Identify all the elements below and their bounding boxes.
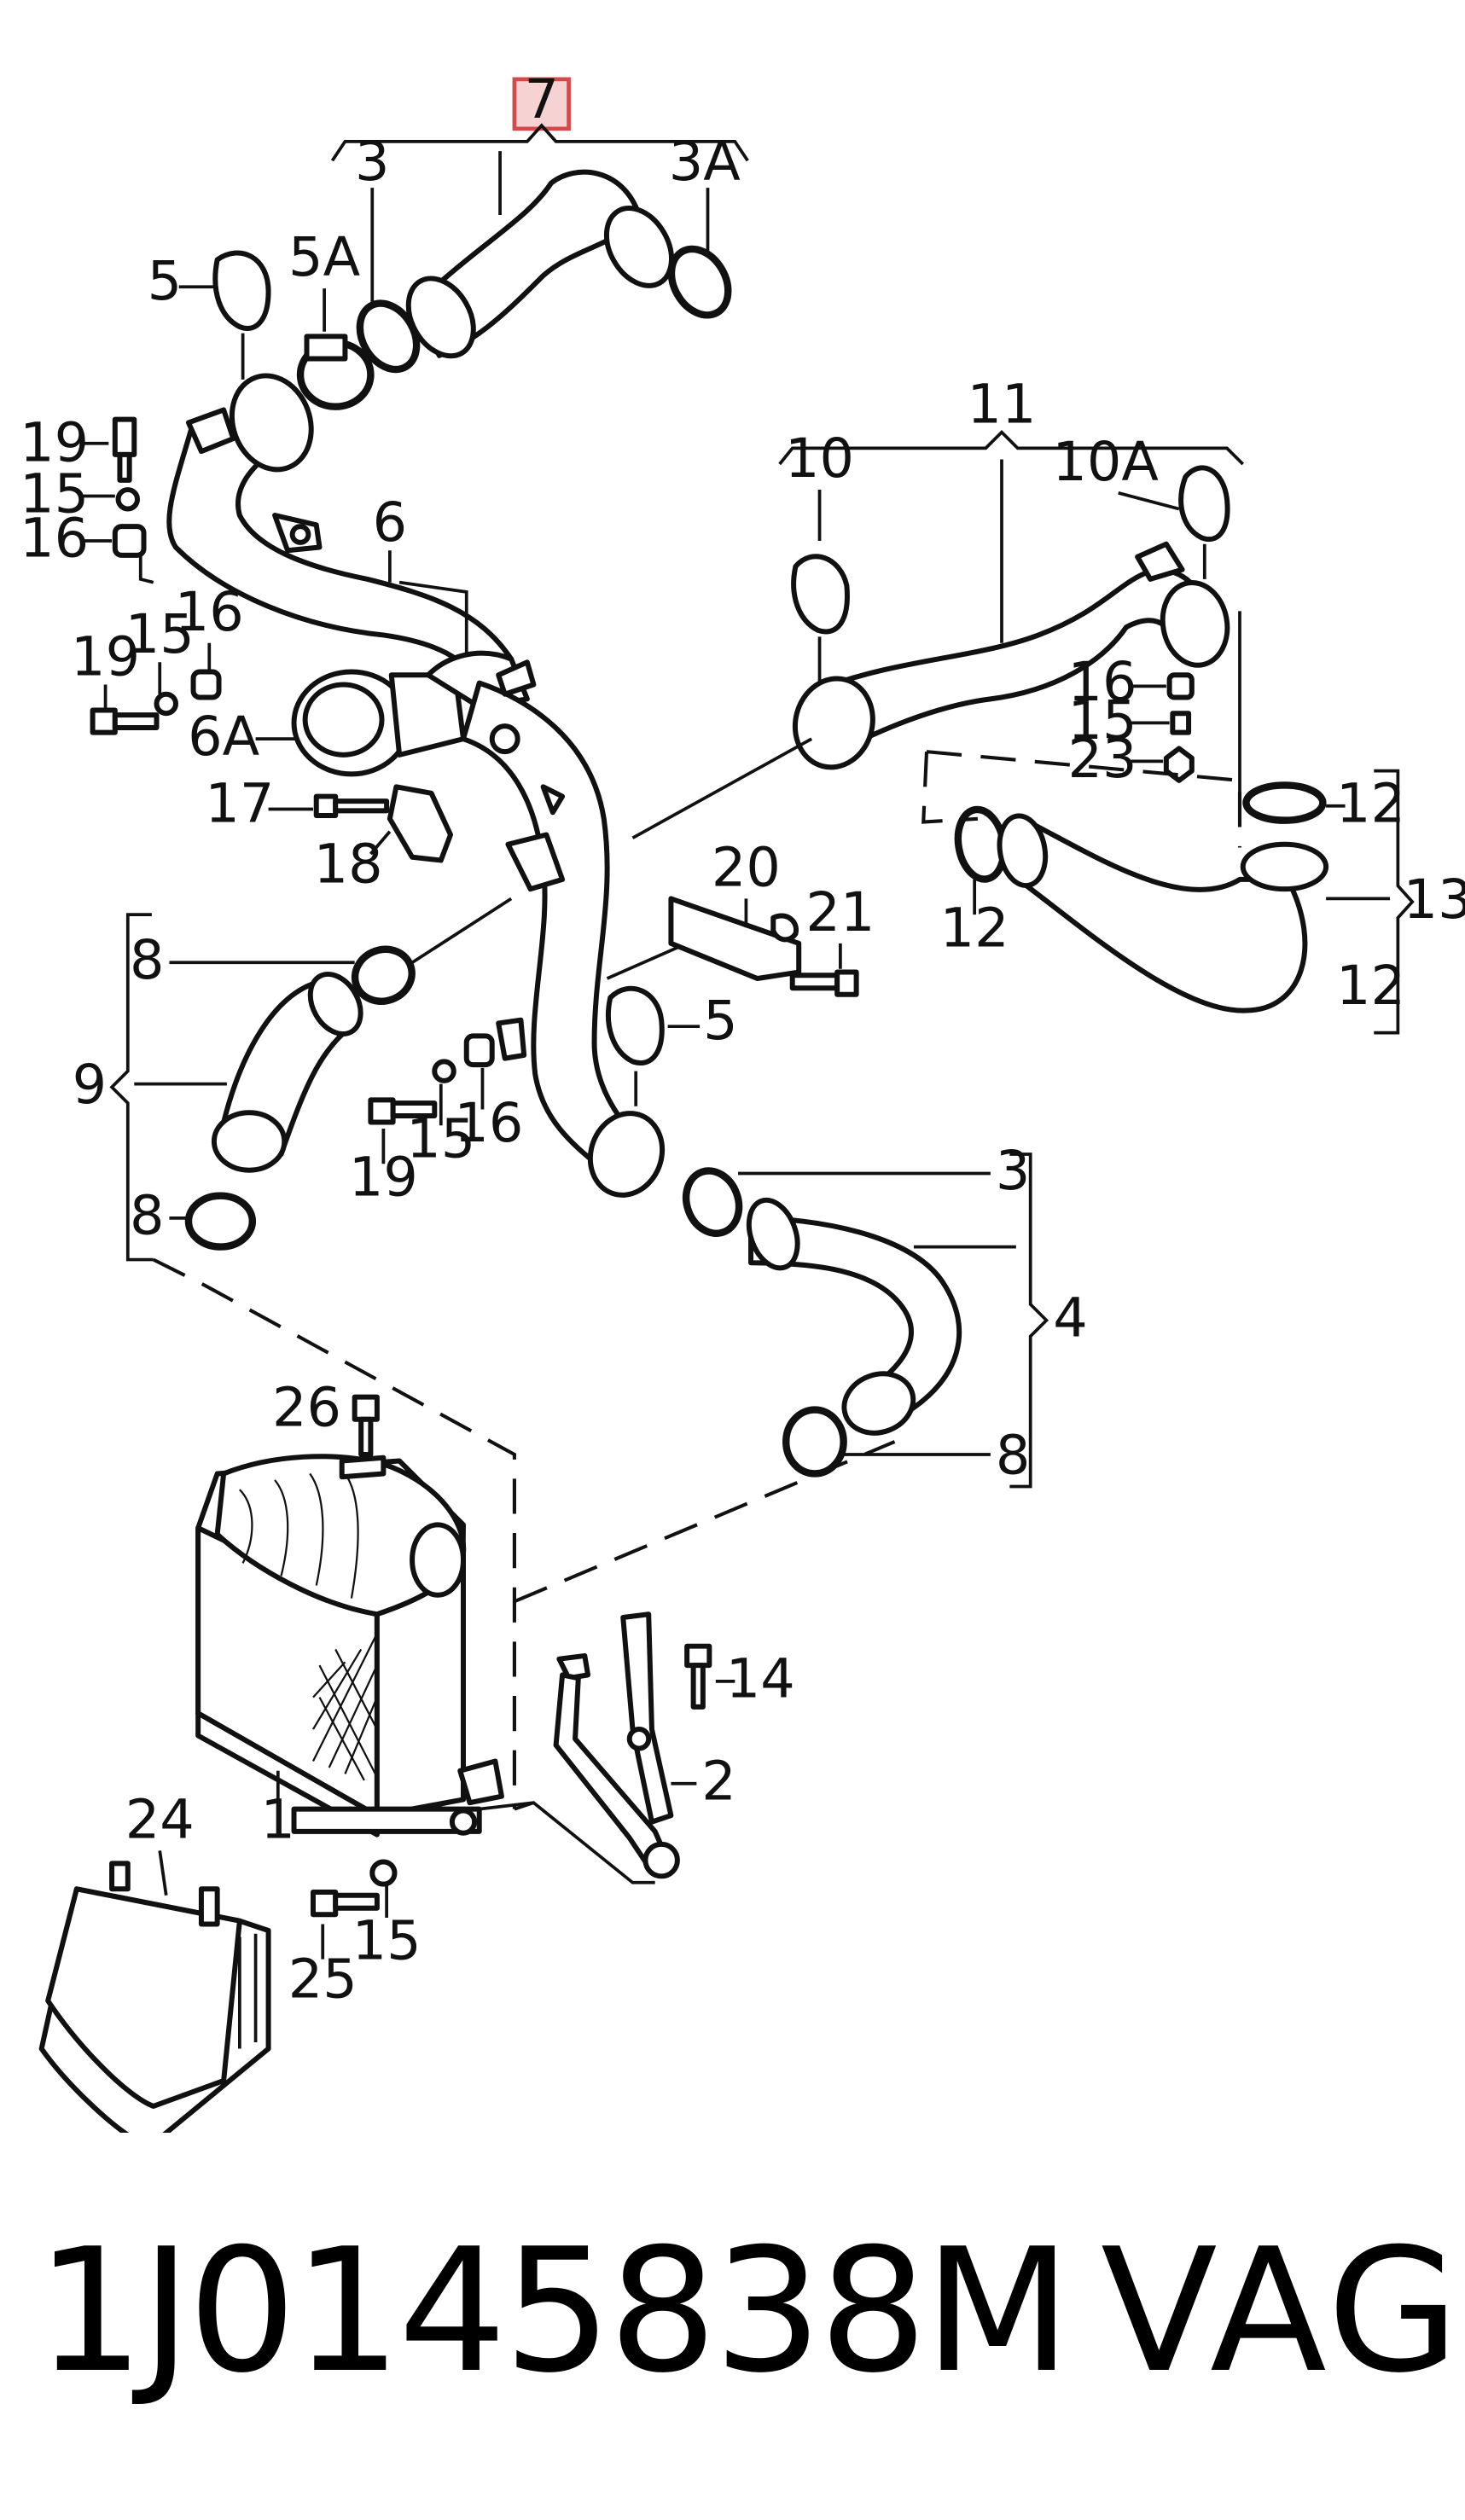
washer-15-right	[1170, 711, 1192, 735]
charge-pipe-11[interactable]	[785, 541, 1233, 776]
callout-16-low[interactable]: 16	[454, 1092, 523, 1155]
washer-15-bottom	[369, 1859, 398, 1887]
callout-3-top[interactable]: 3	[355, 131, 390, 194]
callout-11[interactable]: 11	[967, 373, 1036, 436]
top-charge-hose[interactable]	[395, 169, 684, 368]
stud	[496, 1017, 527, 1061]
bolt-26	[339, 1394, 387, 1480]
hose-9[interactable]	[211, 965, 371, 1173]
callout-14[interactable]: 14	[726, 1648, 795, 1711]
grommet-10a	[1178, 465, 1230, 542]
callout-15-bottom[interactable]: 15	[352, 1910, 421, 1973]
bolt-25	[310, 1890, 380, 1918]
washer-15-mid	[154, 691, 178, 717]
o-ring-3-low	[682, 1167, 743, 1238]
hose-4[interactable]	[741, 1193, 962, 1443]
callout-9[interactable]: 9	[73, 1054, 108, 1117]
bolt-14	[684, 1643, 712, 1710]
callout-4[interactable]: 4	[1053, 1286, 1088, 1350]
callout-21[interactable]: 21	[805, 881, 875, 944]
bolt-21	[789, 969, 859, 997]
grommet-16-mid	[190, 669, 222, 700]
callout-5-top[interactable]: 5	[148, 250, 183, 313]
callout-19-mid[interactable]: 19	[71, 625, 140, 688]
bolt-19-mid	[90, 707, 160, 735]
callout-10a[interactable]: 10A	[1052, 431, 1159, 494]
callout-13[interactable]: 13	[1404, 868, 1465, 932]
bolt-17	[313, 793, 390, 819]
grommet-10	[791, 554, 850, 635]
highlighted-callout-box[interactable]	[512, 77, 571, 131]
callout-16-right[interactable]: 16	[1067, 651, 1137, 714]
callout-3a[interactable]: 3A	[669, 131, 741, 194]
leader-line-dashed	[921, 750, 1242, 848]
callout-24[interactable]: 24	[125, 1788, 195, 1851]
callout-18[interactable]: 18	[314, 833, 383, 897]
o-ring-8-low	[782, 1406, 847, 1478]
callout-6[interactable]: 6	[373, 491, 408, 555]
callout-5a[interactable]: 5A	[288, 226, 361, 289]
callout-10[interactable]: 10	[785, 427, 854, 491]
grommet-16-top	[112, 524, 147, 558]
grommet-16-low	[463, 1033, 495, 1068]
leader-line-dashed	[152, 1257, 516, 1809]
washer-15-top	[115, 487, 141, 512]
callout-16-mid[interactable]: 16	[175, 581, 244, 644]
bolt-19-top	[112, 416, 137, 483]
callout-5-mid[interactable]: 5	[703, 990, 738, 1053]
bracket-20[interactable]	[668, 896, 802, 982]
callout-6a[interactable]: 6A	[188, 705, 260, 769]
o-ring-12-top	[1242, 781, 1327, 824]
grommet-16-right	[1166, 672, 1195, 700]
hose-13[interactable]	[994, 812, 1329, 1013]
hose-clamp-5a	[296, 334, 375, 410]
nut-23	[1163, 746, 1195, 783]
callout-15-top[interactable]: 15	[20, 462, 89, 525]
exploded-parts-diagram: 7 3 3A 5 5A 6 19 15 16	[20, 68, 1465, 2133]
callout-8-b[interactable]: 8	[130, 1185, 165, 1248]
callout-2[interactable]: 2	[701, 1750, 736, 1813]
flange-6a[interactable]	[291, 650, 530, 777]
air-duct-24[interactable]	[38, 1861, 271, 2133]
o-ring-8-bottom	[184, 1192, 257, 1251]
callout-20[interactable]: 20	[712, 836, 781, 899]
intercooler-1[interactable]	[195, 1454, 504, 1838]
callout-15-mid[interactable]: 15	[125, 603, 195, 666]
central-charge-pipe[interactable]	[461, 659, 673, 1205]
bracket-7	[330, 123, 749, 162]
callout-8-c[interactable]: 8	[996, 1424, 1031, 1487]
callout-12-c[interactable]: 12	[1336, 955, 1405, 1018]
part-info-footer: 1J0145838M VAG	[0, 2201, 1465, 2423]
bracket-2[interactable]	[553, 1611, 680, 1879]
callout-19-top[interactable]: 19	[20, 411, 89, 474]
callout-16-top[interactable]: 16	[20, 508, 89, 571]
callout-8-a[interactable]: 8	[130, 929, 165, 992]
callout-15-right[interactable]: 15	[1067, 689, 1137, 752]
bolt-19-low	[368, 1097, 438, 1125]
o-ring-3a	[667, 245, 732, 319]
grommet-5-mid	[605, 985, 665, 1065]
callout-17[interactable]: 17	[205, 773, 274, 836]
callout-23[interactable]: 23	[1067, 728, 1137, 791]
callout-3-low[interactable]: 3	[996, 1140, 1031, 1203]
pressure-sensor-18[interactable]	[387, 784, 454, 863]
callout-26[interactable]: 26	[272, 1376, 341, 1439]
callout-7[interactable]: 7	[524, 68, 559, 131]
part-number: 1J0145838M	[36, 2212, 1072, 2411]
brand-name: VAG	[1101, 2212, 1463, 2411]
washer-15-low	[432, 1059, 456, 1083]
grommet-5-top	[212, 250, 271, 331]
callout-12-b[interactable]: 12	[1336, 773, 1405, 836]
o-ring-8-top	[351, 945, 416, 1005]
